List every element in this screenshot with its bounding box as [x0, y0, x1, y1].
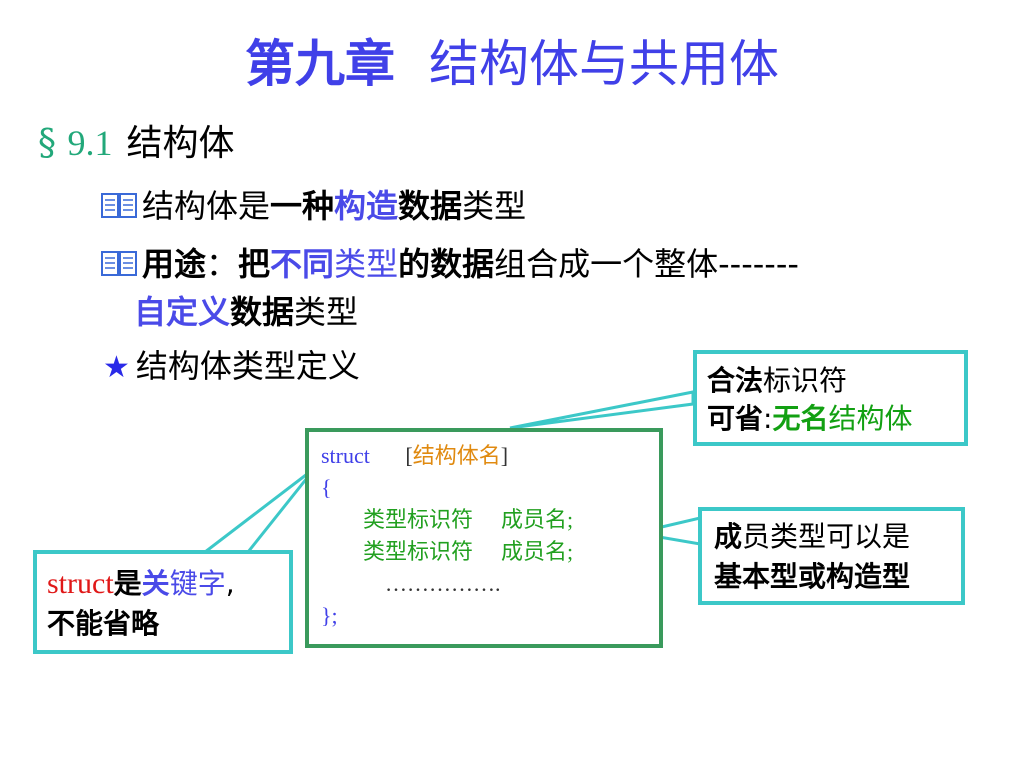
book-icon	[101, 193, 137, 218]
section-mark: §	[38, 123, 56, 164]
title-chapter: 第九章	[245, 35, 395, 93]
code-member-line: 类型标识符成员名;	[363, 539, 574, 564]
bullet-purpose: 用途：把不同类型的数据组合成一个整体-------	[100, 240, 799, 288]
callout-identifier: 合法标识符 可省:无名结构体	[693, 350, 968, 446]
code-open-brace: {	[321, 475, 332, 500]
struct-syntax-box: struct [结构体名] { 类型标识符成员名; 类型标识符成员名; ……………	[305, 428, 663, 648]
bullet-definition: 结构体是一种构造数据类型	[100, 182, 526, 230]
slide-title: 第九章结构体与共用体	[0, 28, 1024, 100]
star-icon: ★	[103, 350, 130, 385]
code-line-struct: struct [结构体名]	[321, 443, 509, 468]
connector-identifier	[509, 390, 695, 430]
bullet-type-definition: ★结构体类型定义	[103, 347, 360, 385]
callout-member-type: 成员类型可以是 基本型或构造型	[698, 507, 965, 605]
section-label: 结构体	[126, 123, 235, 164]
bullet-purpose-continued: 自定义数据类型	[134, 293, 359, 331]
section-heading: § 9.1 结构体	[38, 112, 234, 175]
book-icon	[101, 251, 137, 276]
code-close-brace: };	[321, 603, 338, 628]
title-topic: 结构体与共用体	[429, 35, 779, 93]
code-member-line: 类型标识符成员名;	[363, 507, 574, 532]
connector-struct	[200, 466, 317, 554]
callout-struct-keyword: struct是关键字, 不能省略	[33, 550, 293, 654]
code-ellipsis: …………….	[385, 571, 501, 596]
section-number: 9.1	[67, 123, 113, 163]
